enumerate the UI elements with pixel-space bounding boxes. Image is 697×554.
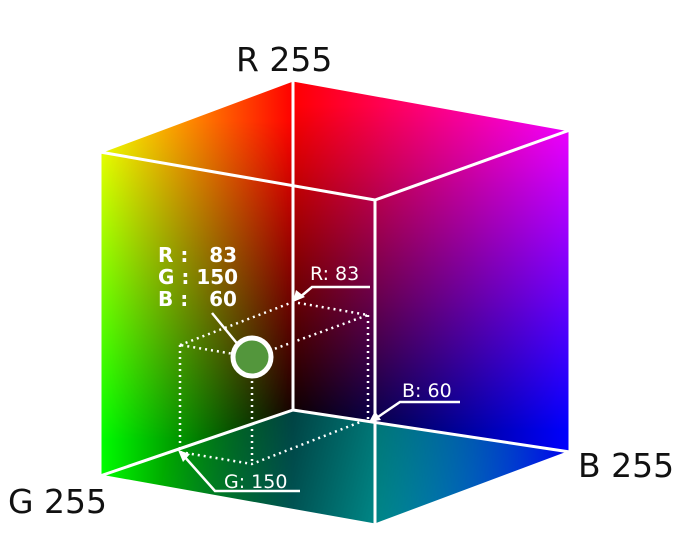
r-arrowhead — [293, 290, 305, 302]
color-point-marker — [230, 335, 274, 379]
point-label-b: B : 60 — [158, 287, 237, 311]
r-pointer-line — [298, 285, 370, 299]
cube-outline-bottom — [98, 130, 572, 527]
b-pointer-line — [374, 400, 460, 421]
point-callout-line — [211, 312, 241, 348]
value-box-dotted — [175, 300, 373, 466]
point-label-g: G : 150 — [158, 265, 238, 289]
pointer-label-r: R: 83 — [310, 263, 359, 285]
g-pointer-line — [182, 454, 300, 493]
pointer-label-b: B: 60 — [402, 380, 452, 402]
g-arrowhead — [178, 450, 190, 462]
pointer-label-g: G: 150 — [224, 471, 287, 493]
pointer-arrowheads — [178, 290, 381, 462]
cube-edges — [98, 78, 572, 527]
cube-edge-inner-bottom — [99, 408, 571, 478]
b-arrowhead — [369, 411, 381, 422]
point-label-r: R : 83 — [158, 243, 237, 267]
pointer-arrows — [182, 285, 460, 493]
axis-label-g: G 255 — [8, 482, 107, 521]
axis-label-b: B 255 — [578, 446, 674, 485]
axis-label-r: R 255 — [236, 40, 332, 79]
cube-right-face — [293, 80, 570, 452]
